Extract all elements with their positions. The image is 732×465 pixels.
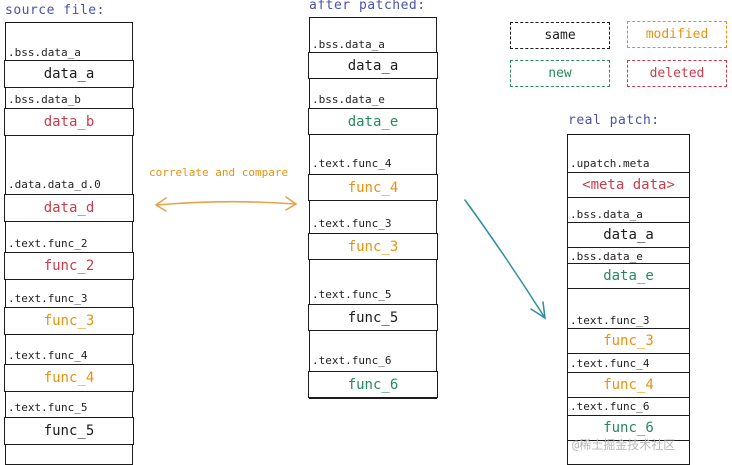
patched-section-box: func_4	[308, 174, 438, 201]
real-section-box: func_3	[567, 328, 690, 354]
patched-section-name: .text.func_5	[312, 288, 392, 301]
source-file-title: source file:	[5, 3, 105, 18]
source-section-box: data_a	[4, 60, 134, 88]
real-section-box: func_4	[567, 372, 690, 398]
real-section-name: .bss.data_e	[570, 250, 643, 263]
real-section-name: .bss.data_a	[570, 208, 643, 221]
source-section-box: data_b	[4, 108, 134, 136]
source-section-box: func_2	[4, 252, 134, 280]
correlate-arrow	[154, 196, 298, 212]
legend-new: new	[510, 60, 610, 87]
after-patched-title: after patched:	[309, 0, 426, 13]
source-section-name: .data.data_d.0	[8, 178, 101, 191]
real-patch-title: real patch:	[568, 113, 660, 128]
legend-deleted: deleted	[627, 60, 727, 87]
patched-section-name: .text.func_6	[312, 354, 392, 367]
real-section-name: .text.func_3	[570, 314, 650, 327]
source-section-name: .text.func_2	[8, 237, 88, 250]
source-section-box: func_3	[4, 307, 134, 335]
real-section-name: .text.func_4	[570, 357, 650, 370]
source-section-name: .bss.data_a	[8, 46, 81, 59]
patched-section-box: func_6	[308, 371, 438, 398]
real-section-box: <meta data>	[567, 172, 690, 198]
source-section-box: data_d	[4, 194, 134, 222]
source-section-box: func_4	[4, 364, 134, 392]
real-section-box: data_e	[567, 263, 690, 289]
watermark: @稀土掘金技术社区	[572, 438, 676, 452]
patched-section-name: .text.func_3	[312, 217, 392, 230]
source-section-name: .text.func_5	[8, 401, 88, 414]
real-section-name: .upatch.meta	[570, 157, 650, 170]
patched-column	[309, 17, 437, 399]
patched-section-box: data_e	[308, 108, 438, 135]
legend-same: same	[510, 22, 610, 49]
real-section-box: func_6	[567, 415, 690, 441]
real-section-name: .text.func_6	[570, 400, 650, 413]
transform-arrow	[464, 199, 546, 320]
patched-section-name: .text.func_4	[312, 157, 392, 170]
real-section-box: data_a	[567, 222, 690, 248]
source-section-name: .bss.data_b	[8, 93, 81, 106]
patched-section-name: .bss.data_a	[312, 38, 385, 51]
source-section-box: func_5	[4, 417, 134, 445]
patched-section-box: data_a	[308, 52, 438, 79]
source-section-name: .text.func_3	[8, 292, 88, 305]
correlate-caption: correlate and compare	[149, 166, 289, 179]
legend-modified: modified	[627, 21, 727, 48]
patched-section-box: func_5	[308, 304, 438, 331]
patched-section-box: func_3	[308, 233, 438, 260]
source-section-name: .text.func_4	[8, 349, 88, 362]
patched-section-name: .bss.data_e	[312, 93, 385, 106]
